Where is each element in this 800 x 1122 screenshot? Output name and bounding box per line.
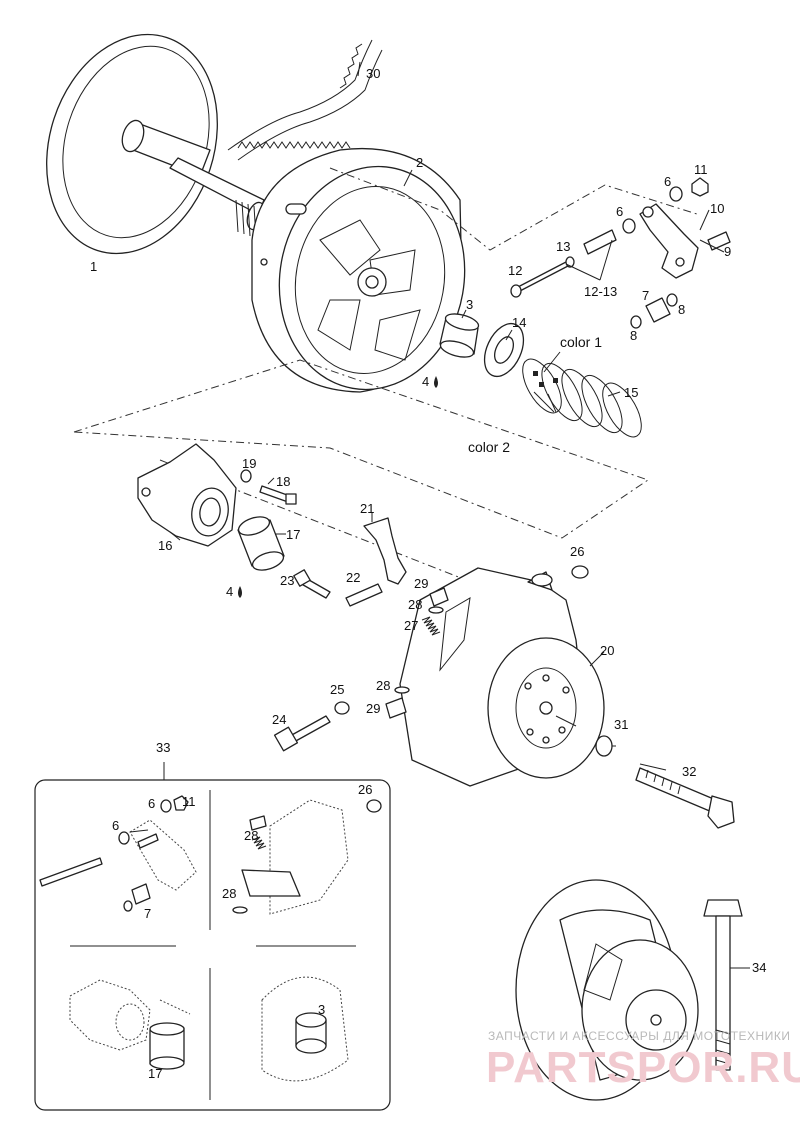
- inset-label-3: 3: [318, 1002, 325, 1017]
- inset-label-11: 11: [182, 794, 196, 809]
- inset-arm-bushing: [69, 979, 191, 1070]
- part-8-washers: [630, 293, 678, 329]
- part-18-bolt: [259, 485, 297, 505]
- part-34-complete-assembly: [515, 879, 699, 1101]
- part-24-bolt: [273, 715, 331, 752]
- label-21: 21: [360, 501, 374, 516]
- part-2-movable-drive-housing: [251, 147, 466, 393]
- label-24: 24: [272, 712, 286, 727]
- label-34: 34: [752, 960, 766, 975]
- part-28-upper-ring: [428, 606, 444, 614]
- label-12-13: 12-13: [584, 284, 617, 299]
- part-3-bushing: [439, 313, 480, 358]
- part-30-drive-belt: [227, 39, 383, 161]
- label-color-2: color 2: [468, 439, 510, 455]
- kit-33-inset-box: [34, 762, 391, 1111]
- label-23: 23: [280, 573, 294, 588]
- watermark-brand: PARTSPOR.RU: [486, 1043, 800, 1092]
- part-13-pin: [583, 229, 617, 255]
- inset-label-6a: 6: [148, 796, 155, 811]
- label-9: 9: [724, 244, 731, 259]
- label-32: 32: [682, 764, 696, 779]
- label-7: 7: [642, 288, 649, 303]
- label-16: 16: [158, 538, 172, 553]
- label-20: 20: [600, 643, 614, 658]
- part-26-washer: [571, 565, 589, 579]
- inset-labels: 6 11 6 7 26 28 28 17 3: [112, 782, 372, 1081]
- inset-label-26: 26: [358, 782, 372, 797]
- label-26: 26: [570, 544, 584, 559]
- part-27-spring: [421, 616, 441, 636]
- part-20-clutch-housing: [399, 567, 605, 787]
- label-28b: 28: [376, 678, 390, 693]
- label-4b: 4: [226, 584, 233, 599]
- label-31: 31: [614, 717, 628, 732]
- label-13: 13: [556, 239, 570, 254]
- inset-label-17: 17: [148, 1066, 162, 1081]
- part-11-nut: [691, 177, 709, 197]
- inset-housing-bushing: [261, 976, 349, 1082]
- label-22: 22: [346, 570, 360, 585]
- oil-drop-icon: [238, 376, 438, 598]
- label-29b: 29: [366, 701, 380, 716]
- label-18: 18: [276, 474, 290, 489]
- watermark: ЗАПЧАСТИ И АКСЕССУАРЫ ДЛЯ МОТОТЕХНИКИ PA…: [486, 1029, 800, 1092]
- assembly-boundary-lines: [73, 167, 701, 599]
- inset-label-7: 7: [144, 906, 151, 921]
- label-19: 19: [242, 456, 256, 471]
- label-10: 10: [710, 201, 724, 216]
- part-6-upper-washer: [622, 186, 683, 234]
- label-11: 11: [694, 162, 708, 177]
- part-16-spider-arm: [137, 443, 237, 547]
- leader-lines: [129, 61, 750, 969]
- part-number-labels: 1 2 3 4 4 6 6 7 8 8 9 10 11 12 13 12-13 …: [90, 66, 766, 975]
- label-3: 3: [466, 297, 473, 312]
- label-8b: 8: [630, 328, 637, 343]
- inset-label-28b: 28: [222, 886, 236, 901]
- part-17-bushing: [237, 516, 285, 571]
- part-9-pin: [707, 231, 731, 251]
- part-21-lever: [363, 517, 407, 585]
- label-4a: 4: [422, 374, 429, 389]
- label-15: 15: [624, 385, 638, 400]
- label-33: 33: [156, 740, 170, 755]
- part-14-washer: [483, 322, 525, 378]
- label-30: 30: [366, 66, 380, 81]
- inset-spring-cap-kit: [232, 799, 382, 915]
- watermark-subtitle: ЗАПЧАСТИ И АКСЕССУАРЫ ДЛЯ МОТОТЕХНИКИ: [488, 1029, 790, 1043]
- label-6a: 6: [664, 174, 671, 189]
- label-8a: 8: [678, 302, 685, 317]
- part-29-lower-cap: [385, 697, 407, 719]
- part-34-bolt: [703, 899, 743, 1071]
- part-29-upper-cap: [429, 587, 449, 607]
- part-23-bolt: [293, 569, 331, 599]
- label-color-1: color 1: [560, 334, 602, 350]
- label-6b: 6: [616, 204, 623, 219]
- part-7-roller: [645, 297, 671, 323]
- part-22-pin: [345, 583, 383, 607]
- inset-lever-kit: [39, 795, 197, 912]
- label-25: 25: [330, 682, 344, 697]
- part-25-washer: [334, 701, 350, 715]
- label-12: 12: [508, 263, 522, 278]
- label-17: 17: [286, 527, 300, 542]
- part-31-washer: [595, 735, 613, 757]
- label-1: 1: [90, 259, 97, 274]
- part-10-lever-arm: [639, 203, 699, 279]
- part-1-fixed-sheave: [46, 33, 266, 255]
- inset-label-28a: 28: [244, 828, 258, 843]
- label-2: 2: [416, 155, 423, 170]
- part-19-washer: [240, 469, 252, 483]
- part-28-lower-ring: [394, 686, 410, 694]
- label-29a: 29: [414, 576, 428, 591]
- label-27: 27: [404, 618, 418, 633]
- part-32-long-bolt: [635, 767, 735, 829]
- label-28a: 28: [408, 597, 422, 612]
- inset-label-6b: 6: [112, 818, 119, 833]
- label-14: 14: [512, 315, 526, 330]
